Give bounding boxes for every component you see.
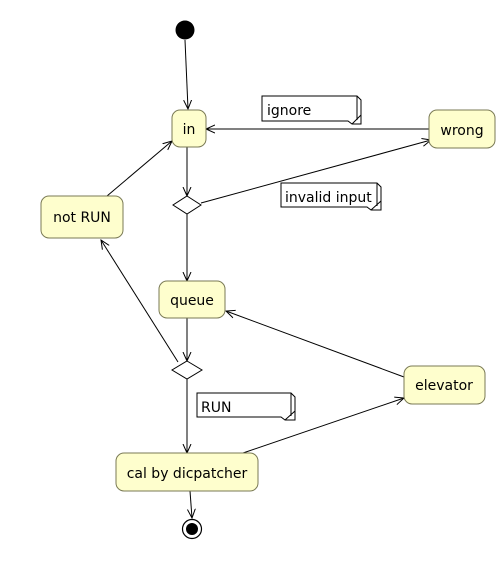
edge-start-to-in — [185, 39, 188, 109]
node-wrong-label: wrong — [440, 123, 483, 139]
node-not-run-label: not RUN — [53, 210, 111, 226]
node-cal-label: cal by dicpatcher — [127, 466, 248, 482]
node-in: in — [171, 109, 207, 148]
node-in-label: in — [183, 122, 196, 138]
edge-decision1-to-wrong — [200, 140, 431, 204]
edge-cal-to-end — [190, 490, 192, 518]
note-invalid-input: invalid input — [280, 182, 382, 211]
note-run: RUN — [196, 392, 296, 421]
edge-notrun-to-in — [106, 141, 172, 197]
note-invalid-input-label: invalid input — [285, 190, 372, 206]
start-node — [175, 20, 195, 40]
note-ignore-label: ignore — [267, 103, 311, 119]
node-elevator: elevator — [403, 365, 486, 405]
decision-validate — [172, 195, 202, 215]
decision-run — [171, 360, 203, 380]
edge-decision2-to-notrun — [101, 240, 179, 363]
node-cal-by-dicpatcher: cal by dicpatcher — [115, 452, 259, 492]
note-run-label: RUN — [201, 400, 231, 416]
node-wrong: wrong — [428, 109, 496, 149]
note-ignore: ignore — [261, 95, 362, 125]
edge-elevator-to-queue — [226, 311, 405, 378]
end-node — [181, 518, 203, 540]
edge-cal-to-elevator — [242, 398, 404, 454]
node-queue-label: queue — [170, 293, 214, 309]
node-queue: queue — [158, 280, 226, 319]
node-not-run: not RUN — [40, 195, 124, 239]
node-elevator-label: elevator — [415, 378, 473, 394]
